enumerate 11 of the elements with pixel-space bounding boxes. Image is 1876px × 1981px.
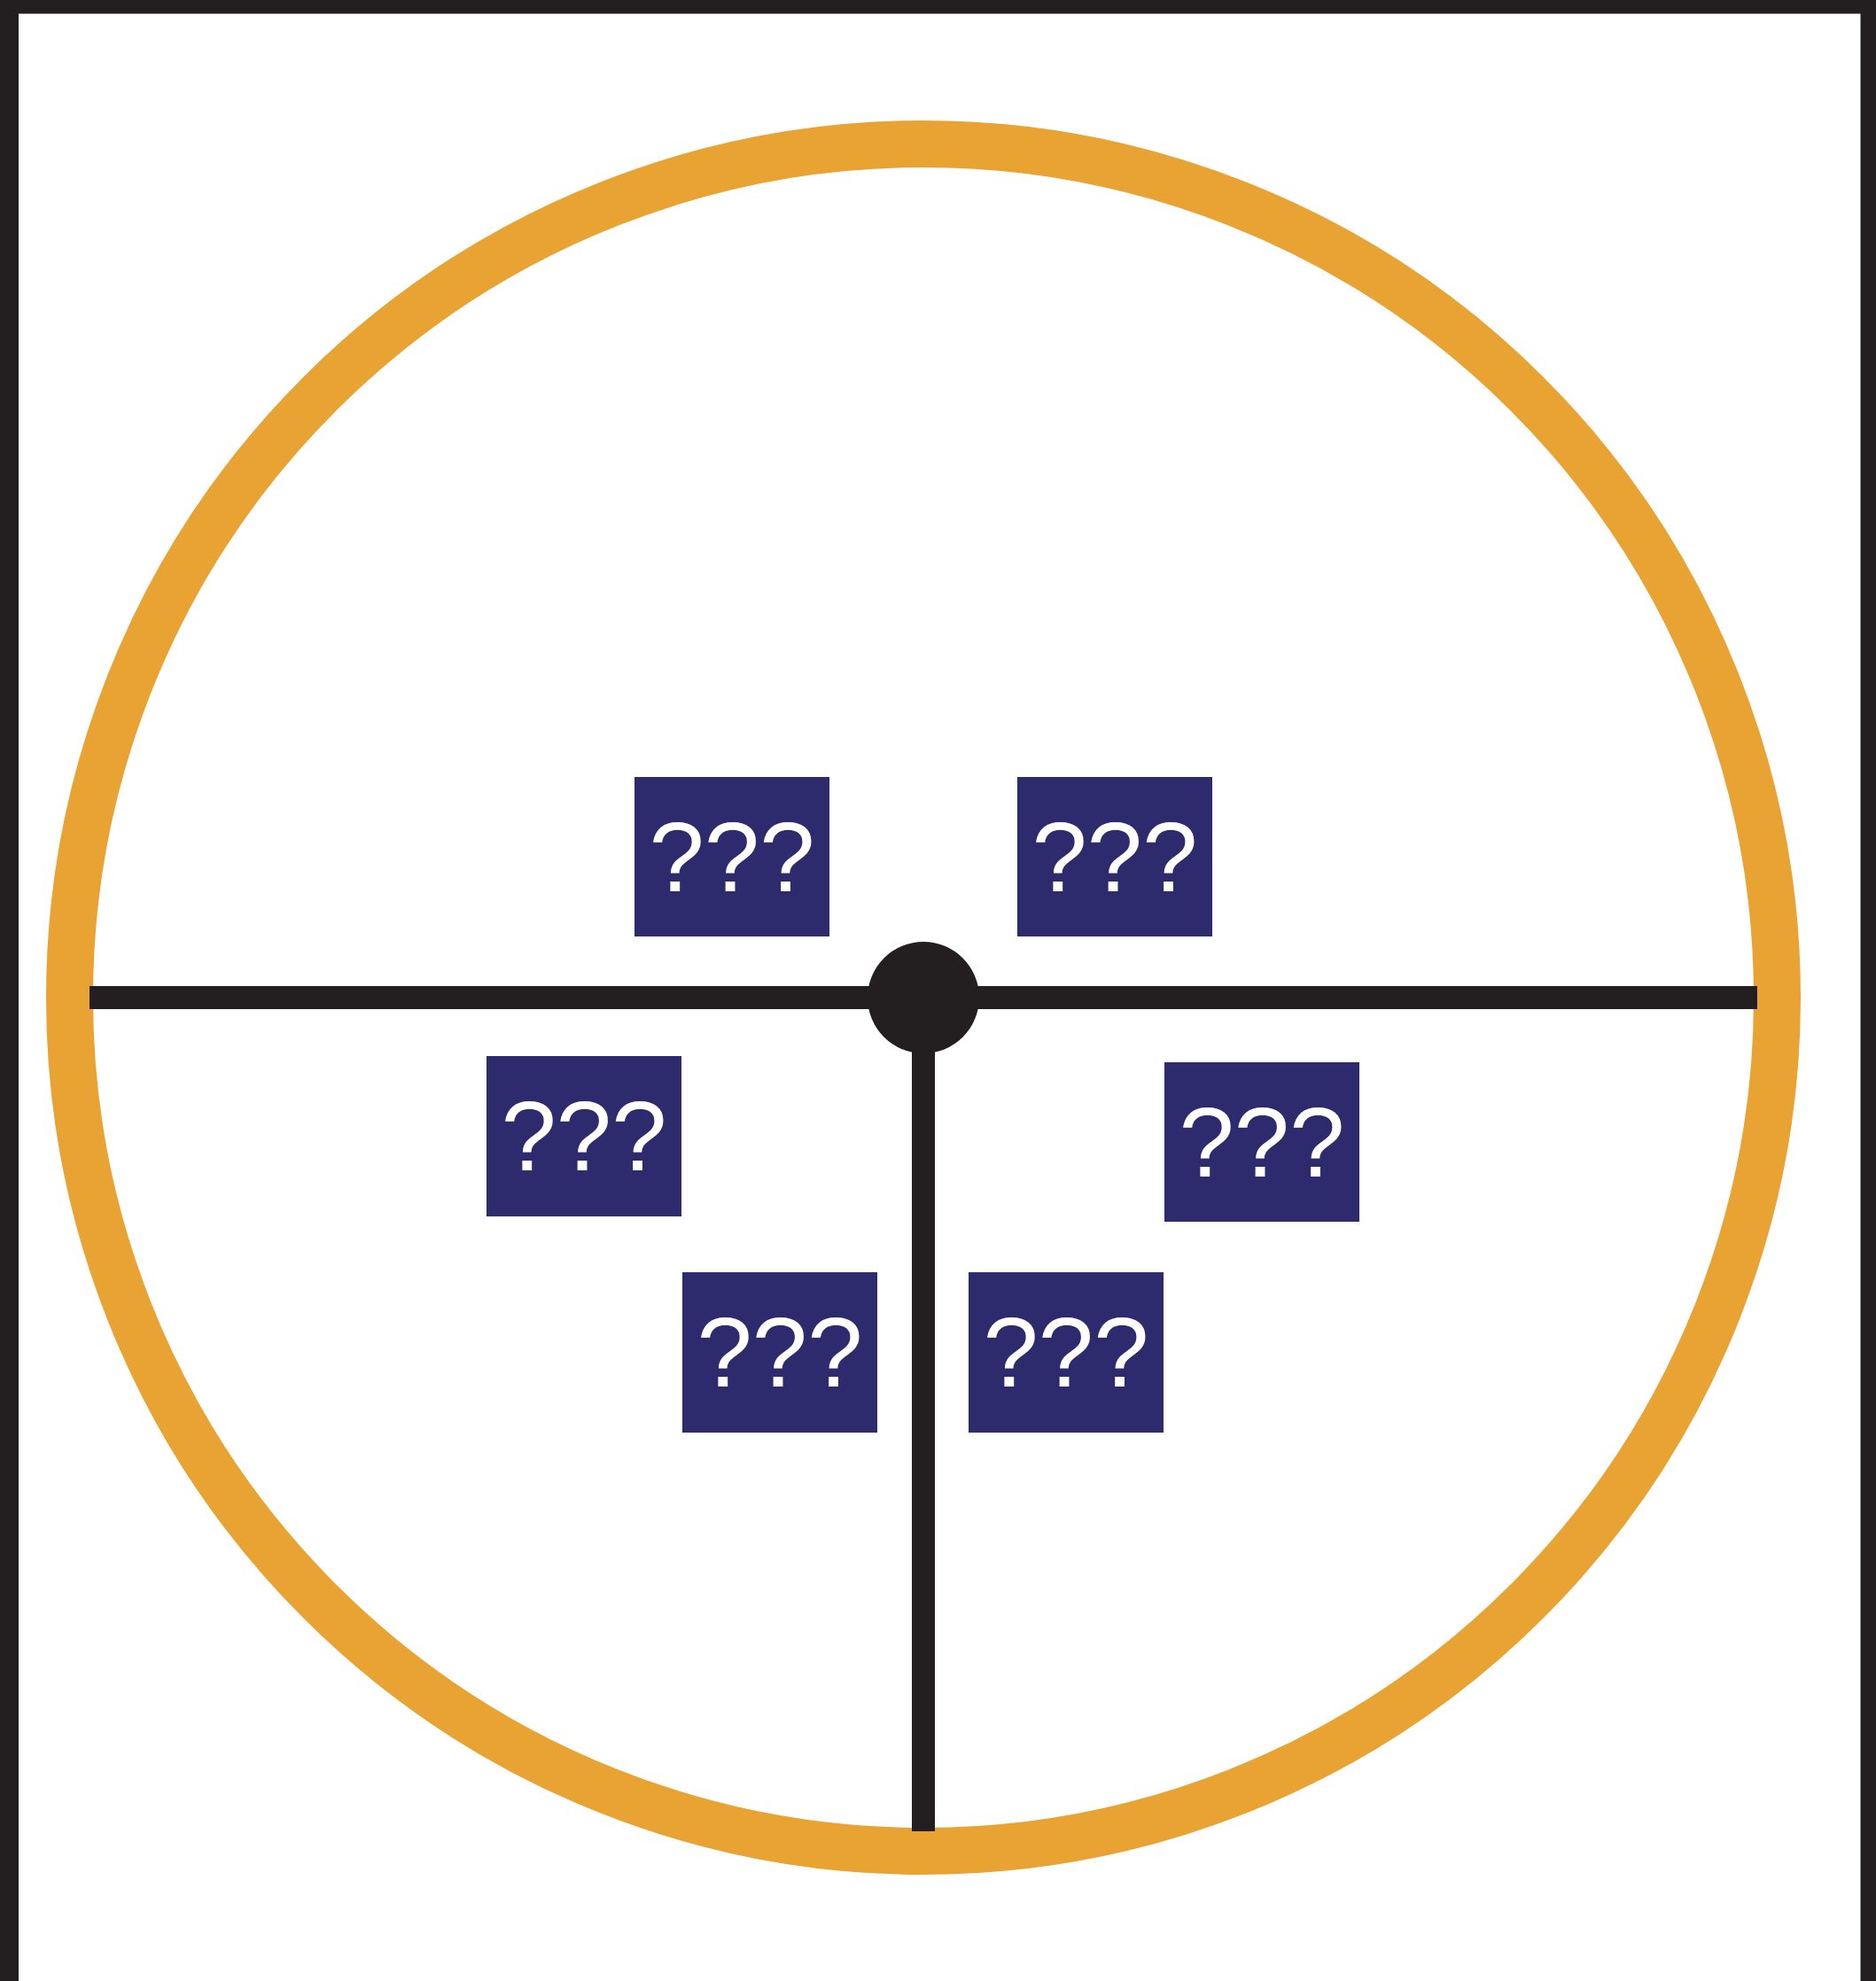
label-box: ??? [682, 1272, 877, 1433]
label-box: ??? [487, 1056, 681, 1216]
label-box: ??? [1017, 777, 1212, 936]
center-dot [868, 942, 979, 1053]
radius-line [90, 986, 869, 1009]
ring-circle [46, 120, 1801, 1875]
radius-line [977, 986, 1757, 1009]
label-box: ??? [1164, 1062, 1359, 1222]
radius-line [912, 1052, 935, 1831]
label-box: ??? [634, 777, 829, 936]
label-box: ??? [969, 1272, 1164, 1433]
